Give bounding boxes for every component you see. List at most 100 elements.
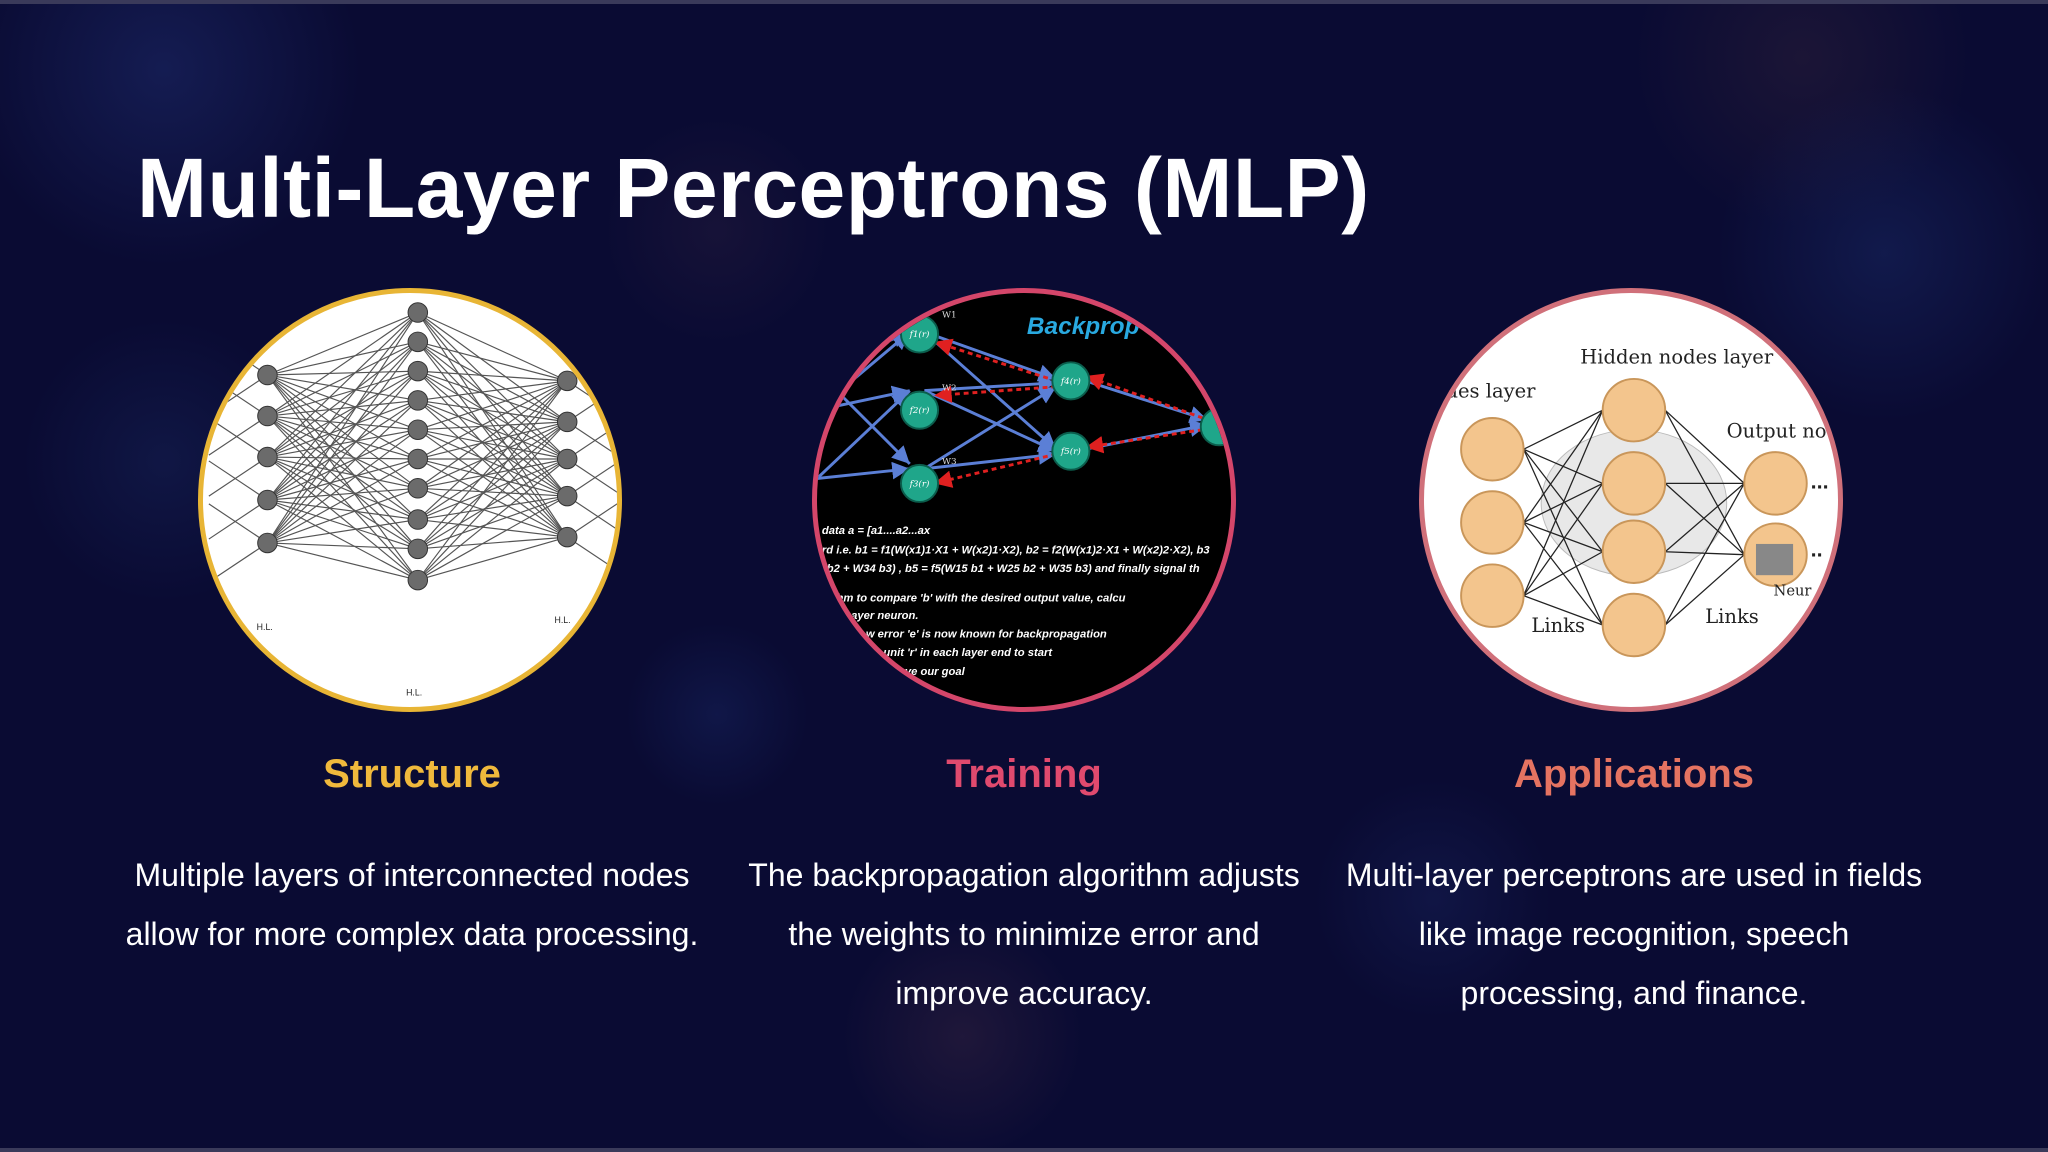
network-edge <box>417 421 568 489</box>
network-edge <box>267 542 418 581</box>
network-link <box>1664 482 1745 553</box>
network-node <box>407 478 429 499</box>
network-edge <box>267 374 419 460</box>
network-edge <box>267 518 418 544</box>
network-link <box>1523 551 1603 597</box>
network-edge <box>267 399 419 501</box>
node-label: f4(r) <box>1060 376 1081 387</box>
network-node <box>257 489 278 511</box>
network-node <box>1601 377 1667 443</box>
network-edge <box>417 421 568 460</box>
network-link <box>1664 409 1745 484</box>
network-edge <box>417 380 568 431</box>
network-edge <box>267 499 418 521</box>
training-description: The backpropagation algorithm adjusts th… <box>748 857 1300 1011</box>
network-edge <box>267 370 419 544</box>
network-node <box>1460 417 1525 482</box>
network-edge <box>208 460 268 501</box>
network-node <box>556 526 578 548</box>
network-node <box>556 411 578 433</box>
network-edge <box>208 503 268 544</box>
network-edge <box>266 374 419 581</box>
top-border <box>0 0 2048 4</box>
network-node <box>257 532 278 554</box>
network-edge <box>208 415 268 456</box>
links-label: Links <box>1531 614 1585 637</box>
weight-label: W1 <box>942 310 957 320</box>
network-edge <box>267 458 418 501</box>
slide-title: Multi-Layer Perceptrons (MLP) <box>137 141 1370 235</box>
structure-description: Multiple layers of interconnected nodes … <box>125 857 699 952</box>
network-edge <box>417 495 568 521</box>
hl-label: H.L. <box>406 687 422 697</box>
formula-line: hm to compare 'b' with the desired outpu… <box>837 593 1126 605</box>
network-edge <box>417 312 568 460</box>
network-edge <box>417 421 568 521</box>
ellipsis: .. <box>1811 538 1823 562</box>
network-edge <box>417 370 568 497</box>
network-edge <box>417 429 568 460</box>
network-edge <box>208 456 268 497</box>
hl-label: H.L. <box>257 622 273 632</box>
network-link <box>1523 521 1603 553</box>
network-edge <box>417 458 568 521</box>
network-edge <box>267 341 419 417</box>
network-edge <box>417 312 568 497</box>
network-edge <box>417 495 568 581</box>
network-edge <box>267 429 419 501</box>
ellipsis: ... <box>1811 469 1829 493</box>
network-node <box>1460 490 1525 555</box>
network-edge <box>267 456 419 521</box>
network-edge <box>417 495 568 550</box>
network-edge <box>267 341 419 501</box>
network-edge <box>267 415 418 431</box>
network-node <box>556 485 578 507</box>
network-node <box>407 538 429 560</box>
network-edge <box>417 518 568 538</box>
hidden-layer-diagram: des layer Hidden nodes layer Output nod … <box>1445 345 1838 658</box>
network-edge <box>417 458 568 581</box>
network-edge <box>267 399 419 544</box>
network-node <box>1601 451 1667 516</box>
network-node <box>407 360 429 382</box>
network-node <box>1601 519 1667 584</box>
network-node <box>407 331 429 353</box>
network-edge <box>267 456 418 460</box>
network-edge <box>267 374 419 489</box>
network-edge <box>417 536 568 581</box>
applications-heading: Applications <box>1513 752 1755 796</box>
hidden-layer-label: Hidden nodes layer <box>1580 345 1774 368</box>
network-node <box>1460 563 1525 628</box>
network-edge <box>417 380 568 520</box>
network-edge <box>267 456 419 550</box>
network-edge <box>417 370 568 382</box>
network-edge <box>417 341 568 497</box>
network-edge <box>417 380 568 460</box>
network-node <box>407 448 429 470</box>
network-link <box>1523 595 1603 626</box>
network-link <box>1523 409 1604 523</box>
network-link <box>1664 554 1745 626</box>
network-edge <box>267 311 419 376</box>
links-label: Links <box>1705 605 1759 628</box>
network-edge <box>267 370 419 501</box>
network-edge <box>417 380 568 581</box>
network-edge <box>267 499 419 581</box>
network-node <box>407 419 429 440</box>
network-edge <box>267 370 419 458</box>
network-edge <box>267 341 418 376</box>
network-node <box>257 405 278 427</box>
node-label: f2(r) <box>909 405 930 416</box>
network-edge <box>266 341 419 544</box>
training-heading: Training <box>946 752 1102 796</box>
network-node <box>1601 592 1667 658</box>
network-edge <box>267 458 419 544</box>
training-backprop-image: f1(r) f2(r) f3(r) f4(r) f5(r) W1 W2 W3 B… <box>812 288 1236 712</box>
network-node <box>556 448 578 470</box>
network-node <box>407 509 429 530</box>
weight-label: W2 <box>942 384 957 394</box>
network-edge <box>417 399 568 460</box>
network-edge <box>417 421 568 550</box>
network-edge <box>208 417 268 458</box>
formula-line: ayer neuron. <box>851 610 918 622</box>
